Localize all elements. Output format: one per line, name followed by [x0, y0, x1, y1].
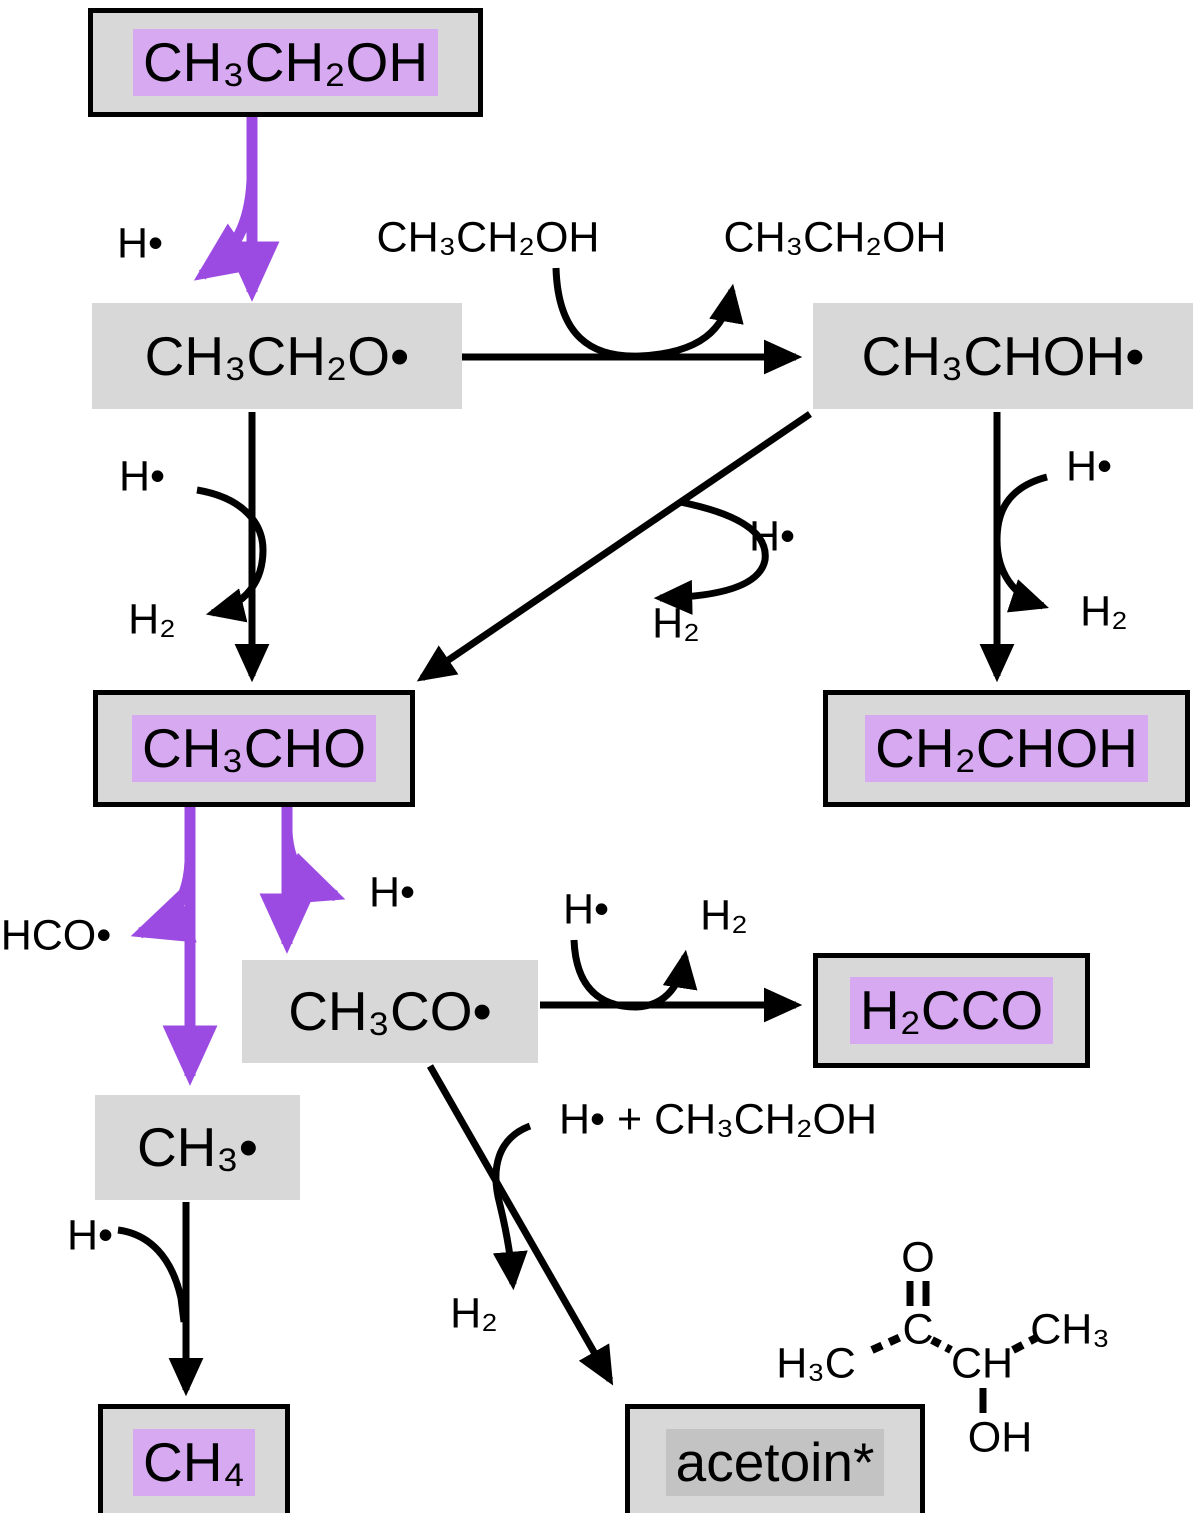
- arrow-branch-h-release-mid: [279, 831, 346, 905]
- node-acetyl-radical: CH₃CO•: [242, 960, 538, 1063]
- label-h-radical-methane: H•: [66, 1211, 114, 1260]
- curve-h-h2-ketene: [570, 939, 698, 1011]
- label-h-radical-top: H•: [116, 219, 164, 268]
- bond-c-ch: [930, 1336, 953, 1354]
- node-ethanol-formula: CH₃CH₂OH: [132, 29, 439, 96]
- structure-oxygen-label: O: [901, 1233, 935, 1282]
- bond-h3c-c: [870, 1332, 905, 1354]
- node-acetoin: acetoin*: [625, 1404, 925, 1513]
- curve-h-h2-left: [196, 486, 267, 623]
- structure-ch-label: CH: [950, 1339, 1014, 1388]
- node-ethoxy-radical: CH₃CH₂O•: [92, 303, 462, 409]
- node-ethoxy-formula: CH₃CH₂O•: [144, 324, 410, 387]
- node-acetaldehyde-formula: CH₃CHO: [131, 715, 377, 782]
- node-ethanol: CH₃CH₂OH: [88, 8, 483, 117]
- node-ketene: H₂CCO: [813, 953, 1090, 1068]
- structure-h3c-label: H₃C: [776, 1339, 856, 1388]
- node-hydroxyethyl-radical: CH₃CHOH•: [813, 303, 1193, 409]
- node-methyl-radical: CH₃•: [95, 1095, 300, 1200]
- label-h-radical-ketene: H•: [562, 885, 610, 934]
- label-h-radical-left: H•: [118, 452, 166, 501]
- label-h2-right: H₂: [1080, 587, 1128, 636]
- arrow-hydroxyethyl-to-acetaldehyde: [416, 411, 812, 682]
- arrow-branch-hco-release: [130, 861, 197, 943]
- bond-c-double-o: [906, 1281, 930, 1306]
- label-h-radical-right: H•: [1065, 442, 1113, 491]
- node-vinyl-alcohol-formula: CH₂CHOH: [865, 715, 1148, 782]
- structure-oh-label: OH: [967, 1413, 1033, 1462]
- node-vinyl-alcohol: CH₂CHOH: [823, 690, 1190, 807]
- node-hydroxyethyl-formula: CH₃CHOH•: [861, 324, 1145, 387]
- label-hco-radical: HCO•: [0, 911, 112, 960]
- label-h2-left: H₂: [128, 595, 176, 644]
- label-h2-middle: H₂: [652, 599, 700, 648]
- label-h-plus-ethanol: H• + CH₃CH₂OH: [558, 1095, 878, 1144]
- label-ethanol-out: CH₃CH₂OH: [723, 213, 947, 262]
- node-acetoin-label: acetoin*: [665, 1428, 885, 1496]
- label-h2-ketene: H₂: [700, 891, 748, 940]
- label-h-radical-branch: H•: [368, 868, 416, 917]
- arrow-branch-h-release-top: [193, 179, 260, 281]
- curve-h-feed-methane: [117, 1226, 188, 1323]
- structure-ch3-label: CH₃: [1030, 1305, 1110, 1354]
- arrow-acetyl-to-acetoin: [426, 1064, 614, 1386]
- node-methane-formula: CH₄: [133, 1428, 255, 1496]
- node-methyl-formula: CH₃•: [136, 1116, 259, 1178]
- structure-carbonyl-c-label: C: [902, 1305, 934, 1354]
- curve-h-ethanol-h2-acetoin: [492, 1122, 532, 1291]
- node-acetaldehyde: CH₃CHO: [93, 690, 415, 807]
- node-methane: CH₄: [98, 1404, 290, 1513]
- label-h-radical-middle: H•: [748, 512, 796, 561]
- label-h2-acetoin: H₂: [450, 1289, 498, 1338]
- node-acetyl-formula: CH₃CO•: [288, 980, 492, 1042]
- node-ketene-formula: H₂CCO: [849, 977, 1054, 1044]
- curve-h-h2-middle: [653, 498, 769, 615]
- label-ethanol-in: CH₃CH₂OH: [376, 213, 600, 262]
- curve-ethanol-exchange: [552, 267, 744, 360]
- bond-ch-ch3: [1011, 1334, 1038, 1354]
- curve-h-h2-right: [993, 473, 1049, 613]
